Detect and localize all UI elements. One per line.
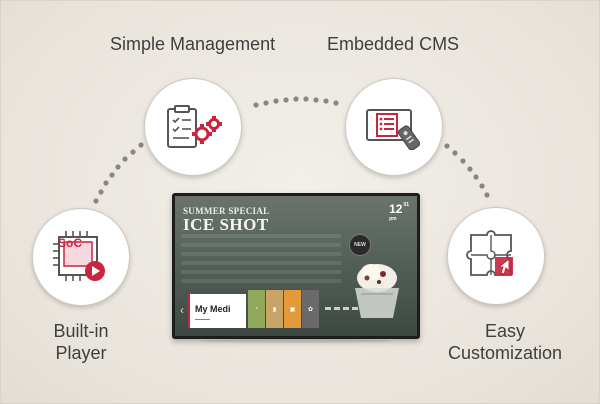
menu-board-blur bbox=[181, 234, 341, 286]
clipboard-gears-icon bbox=[167, 105, 222, 148]
soc-chip-text: SoC bbox=[58, 236, 82, 250]
launcher-mini-icons bbox=[325, 307, 358, 313]
launcher-tile-orange: ▣ bbox=[284, 290, 301, 328]
monitor-remote-icon bbox=[366, 109, 421, 150]
embedded-cms-label: Embedded CMS bbox=[327, 34, 460, 54]
easy-customization-label: Easy Customization bbox=[437, 320, 573, 364]
easy-customization-label-line1: Easy bbox=[484, 321, 526, 341]
embedded-cms-circle bbox=[345, 78, 443, 176]
clock-suffix: pm bbox=[389, 216, 397, 222]
new-badge: NEW bbox=[349, 234, 371, 256]
my-media-subtitle: ▬▬▬▬▬ bbox=[195, 317, 210, 321]
tv-screen: SUMMER SPECIAL ICE SHOT 1201 pm NEW ‹ My … bbox=[175, 196, 417, 336]
built-in-player-label-line2: Player bbox=[55, 343, 107, 363]
soc-chip-play-icon bbox=[53, 231, 105, 281]
simple-management-circle bbox=[144, 78, 242, 176]
built-in-player-circle bbox=[32, 208, 130, 306]
easy-customization-circle bbox=[447, 207, 545, 305]
built-in-player-label: Built-in Player bbox=[45, 320, 117, 364]
tv-clock: 1201 pm bbox=[389, 202, 409, 230]
my-media-card: My Medi ▬▬▬▬▬ bbox=[188, 294, 246, 328]
tv-headline: ICE SHOT bbox=[183, 215, 269, 234]
launcher-tile-tan: ▮ bbox=[266, 290, 283, 328]
puzzle-hand-icon bbox=[466, 230, 513, 276]
simple-management-label: Simple Management bbox=[110, 34, 276, 54]
built-in-player-label-line1: Built-in bbox=[53, 321, 109, 341]
tv-display: SUMMER SPECIAL ICE SHOT 1201 pm NEW ‹ My … bbox=[172, 193, 420, 339]
tv-shadow bbox=[200, 339, 392, 343]
tv-headline-small: SUMMER SPECIAL bbox=[183, 206, 270, 216]
launcher-tile-gray: ✿ bbox=[302, 290, 319, 328]
my-media-title: My Medi bbox=[195, 304, 231, 314]
tv-launcher-bar: ‹ My Medi ▬▬▬▬▬ ◔ ▮ ▣ ✿ bbox=[175, 290, 417, 330]
clock-hour: 12 bbox=[389, 202, 403, 216]
easy-customization-label-line2: Customization bbox=[447, 343, 563, 363]
launcher-back-arrow-icon: ‹ bbox=[180, 303, 184, 317]
clock-min: 01 bbox=[403, 202, 409, 208]
dessert-image bbox=[355, 264, 399, 318]
launcher-tile-green: ◔ bbox=[248, 290, 265, 328]
